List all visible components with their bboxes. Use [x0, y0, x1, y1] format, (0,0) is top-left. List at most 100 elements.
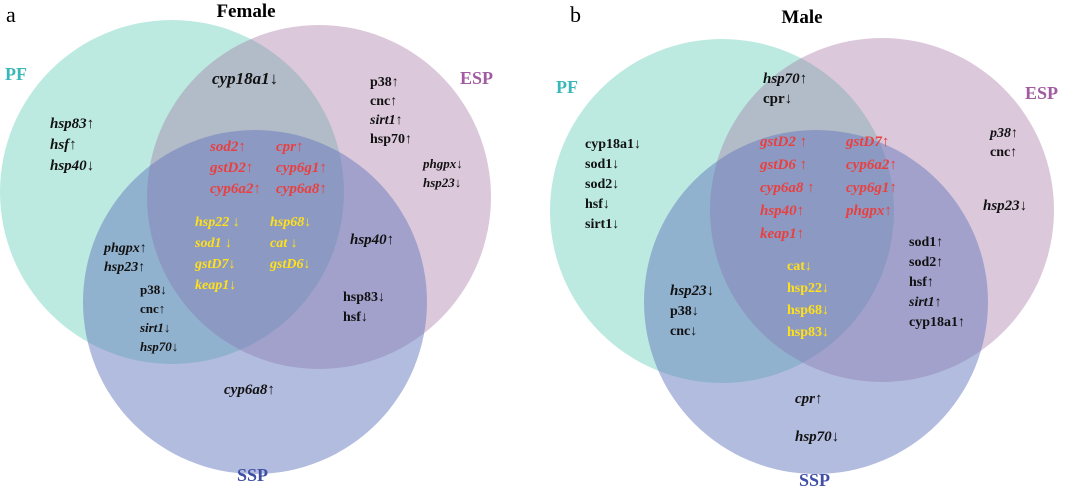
- gene-group-pf-esp: cyp18a1↓: [212, 69, 278, 88]
- gene-group-esp-ssp: sod1↑ sod2↑ hsf↑ sirt1↑ cyp18a1↑: [908, 235, 965, 330]
- gene-label: phgpx↓: [422, 156, 463, 171]
- gene-label: cpr↑: [795, 391, 823, 407]
- gene-label: cnc↑: [370, 94, 397, 109]
- gene-label: phgpx↑: [844, 203, 892, 219]
- gene-label: hsf↓: [343, 310, 368, 325]
- gene-label: p38↑: [370, 75, 399, 90]
- gene-group-ssp-only: cyp6a8↑: [224, 382, 275, 398]
- gene-label: hsf↑: [50, 137, 77, 153]
- gene-group-ssp-only: cpr↑ hsp70↓: [795, 391, 839, 445]
- gene-label: cyp6a2↑: [846, 157, 897, 173]
- panel-b: b Male PF ESP SSP hsp70↑ cpr↓ cyp18a1↓ sod…: [550, 2, 1058, 490]
- gene-label: hsp70↑: [763, 71, 807, 87]
- gene-label: cyp6a8↑: [224, 382, 275, 398]
- panel-letter: b: [570, 2, 581, 27]
- gene-label: hsp70↓: [795, 429, 839, 445]
- gene-label: cyp6g1↑: [276, 160, 327, 176]
- gene-label: cyp18a1↓: [585, 137, 641, 152]
- gene-group-center-red-left: sod2↑ gstD2↑ cyp6a2↑: [209, 139, 261, 197]
- gene-group-pf-only: hsp83↑ hsf↑ hsp40↓: [50, 116, 94, 174]
- ssp-circle: [644, 130, 988, 474]
- gene-label: cnc↓: [670, 324, 697, 339]
- gene-label: sirt1↓: [585, 217, 619, 232]
- gene-label: sod1 ↓: [194, 236, 232, 251]
- gene-group-esp-only: p38↑ cnc↑: [989, 126, 1018, 160]
- gene-label: hsp40↓: [50, 158, 94, 174]
- gene-label: p38↓: [140, 282, 167, 297]
- panel-letter: a: [6, 2, 16, 27]
- set-label-ssp: SSP: [237, 465, 268, 485]
- gene-group-center-yellow: cat↓hsp22↓hsp68↓hsp83↓: [787, 259, 829, 340]
- gene-label: cyp6a2↑: [210, 181, 261, 197]
- ssp-circle: [83, 130, 427, 474]
- gene-label: hsp70↑: [370, 132, 412, 147]
- gene-label: hsp83↓: [787, 325, 829, 340]
- gene-label: cpr↓: [763, 91, 792, 107]
- gene-label: hsp22 ↓: [195, 215, 240, 230]
- gene-label: sod2↑: [209, 139, 246, 155]
- gene-label: sirt1↑: [908, 295, 942, 310]
- gene-group-center-red-right: cpr↑ cyp6g1↑ cyp6a8↑: [276, 139, 327, 197]
- gene-label: cyp18a1↑: [909, 315, 965, 330]
- gene-label: gstD2 ↑: [759, 134, 807, 150]
- gene-group-esp-only-2: phgpx↓ hsp23↓: [422, 156, 463, 190]
- gene-group-esp-ssp-1: hsp40↑: [350, 232, 394, 248]
- gene-label: sod1↓: [585, 157, 619, 172]
- gene-label: cnc↑: [990, 145, 1017, 160]
- gene-label: gstD6↓: [269, 257, 310, 272]
- gene-label: hsp68↓: [270, 215, 311, 230]
- gene-label: gstD7↓: [194, 257, 235, 272]
- gene-label: keap1↓: [195, 278, 236, 293]
- gene-label: hsp83↑: [50, 116, 94, 132]
- gene-label: hsp23↑: [104, 260, 145, 275]
- gene-label: cpr↑: [276, 139, 304, 155]
- gene-group-center-red-right: gstD7↑cyp6a2↑cyp6g1↑phgpx↑: [844, 134, 897, 219]
- gene-label: cnc↑: [140, 301, 165, 316]
- gene-label: cat↓: [787, 259, 812, 274]
- gene-group-center-yellow-right: hsp68↓ cat ↓ gstD6↓: [269, 215, 311, 272]
- gene-label: hsp23↓: [423, 175, 461, 190]
- gene-group-pf-ssp: hsp23↓ p38↓ cnc↓: [670, 283, 714, 339]
- gene-label: hsp40↑: [760, 203, 804, 219]
- panel-a: a Female PF ESP SSP hsp83↑ hsf↑ hsp40↓ cyp…: [0, 1, 493, 485]
- gene-group-esp-only-2: hsp23↓: [983, 198, 1027, 214]
- gene-group-center-red-left: gstD2 ↑gstD6 ↑cyp6a8 ↑hsp40↑keap1↑: [759, 134, 815, 242]
- gene-label: cyp6g1↑: [846, 180, 897, 196]
- panel-title: Female: [216, 1, 275, 22]
- gene-label: cyp18a1↓: [212, 69, 278, 88]
- gene-label: cyp6a8↑: [276, 181, 327, 197]
- gene-label: hsp23↓: [670, 283, 714, 299]
- gene-label: cat ↓: [270, 236, 298, 251]
- panel-title: Male: [781, 7, 822, 28]
- set-label-pf: PF: [5, 64, 27, 84]
- gene-label: p38↑: [989, 126, 1018, 141]
- gene-label: gstD6 ↑: [759, 157, 807, 173]
- gene-label: gstD2↑: [209, 160, 253, 176]
- gene-group-pf-ssp-1: phgpx↑ hsp23↑: [103, 241, 147, 275]
- gene-label: hsp23↓: [983, 198, 1027, 214]
- gene-label: hsf↓: [585, 197, 610, 212]
- set-label-pf: PF: [556, 77, 578, 97]
- gene-group-center-yellow-left: hsp22 ↓ sod1 ↓ gstD7↓ keap1↓: [194, 215, 240, 293]
- gene-label: sirt1↑: [369, 113, 403, 128]
- gene-label: keap1↑: [760, 226, 804, 242]
- set-label-esp: ESP: [1025, 83, 1058, 103]
- gene-label: sod2↑: [909, 255, 943, 270]
- gene-group-esp-ssp-2: hsp83↓ hsf↓: [343, 290, 385, 325]
- gene-label: hsf↑: [909, 275, 934, 290]
- gene-label: sod2↓: [585, 177, 619, 192]
- gene-label: sirt1↓: [139, 320, 170, 335]
- gene-label: hsp83↓: [343, 290, 385, 305]
- gene-label: sod1↑: [909, 235, 943, 250]
- set-label-ssp: SSP: [799, 470, 830, 490]
- gene-label: p38↓: [670, 304, 699, 319]
- gene-group-pf-esp: hsp70↑ cpr↓: [763, 71, 807, 107]
- gene-group-esp-only: p38↑ cnc↑ sirt1↑ hsp70↑: [369, 75, 412, 147]
- gene-label: hsp22↓: [787, 281, 829, 296]
- set-label-esp: ESP: [460, 68, 493, 88]
- gene-label: phgpx↑: [103, 241, 147, 256]
- gene-label: hsp40↑: [350, 232, 394, 248]
- gene-label: hsp70↓: [140, 339, 178, 354]
